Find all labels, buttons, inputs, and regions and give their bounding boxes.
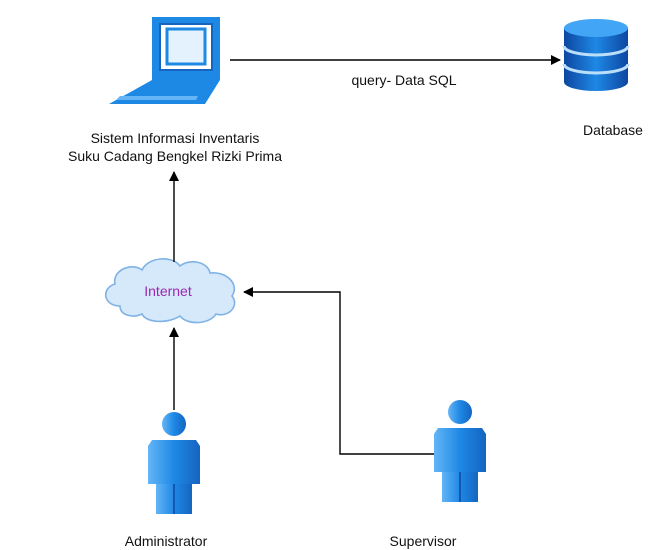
administrator-user-icon [148, 412, 200, 514]
supervisor-user-icon [434, 400, 486, 502]
system-label-line2: Suku Cadang Bengkel Rizki Prima [68, 148, 282, 164]
cloud-icon [105, 258, 236, 324]
database-label: Database [583, 122, 643, 138]
administrator-label: Administrator [124, 533, 208, 549]
internet-label: Internet [144, 283, 192, 299]
system-label-line1: Sistem Informasi Inventaris [90, 130, 260, 146]
laptop-icon [109, 17, 220, 104]
supervisor-label: Supervisor [389, 533, 457, 549]
edge-supervisor-to-internet [243, 287, 434, 455]
database-icon [562, 19, 630, 91]
query-edge-label: query- Data SQL [351, 72, 457, 88]
